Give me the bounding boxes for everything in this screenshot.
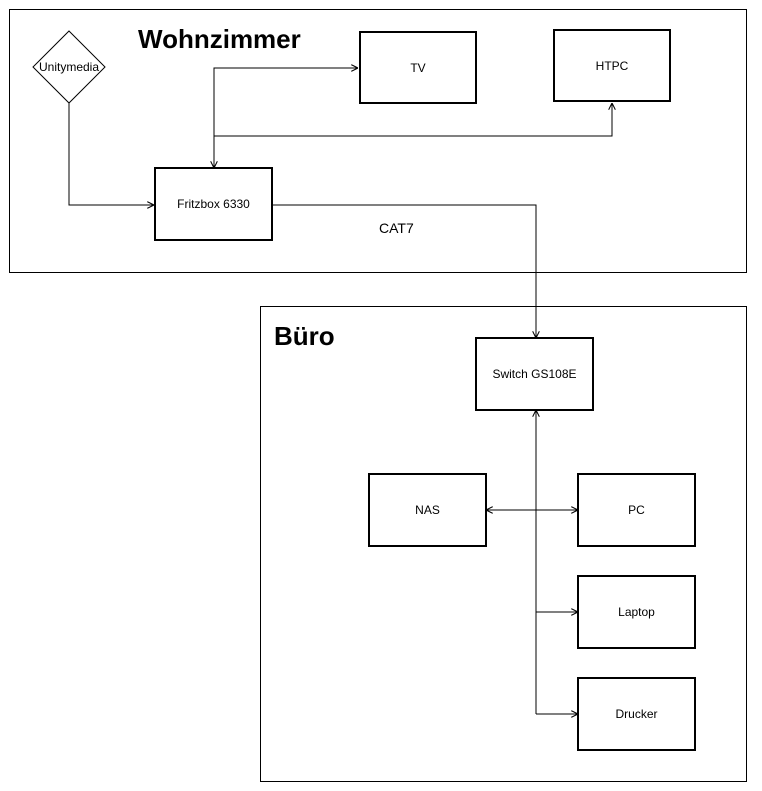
cat7-link-label: CAT7: [379, 220, 414, 236]
unitymedia-label: Unitymedia: [38, 60, 100, 74]
drucker-node: Drucker: [577, 677, 696, 751]
pc-node: PC: [577, 473, 696, 547]
zone-title-buero: Büro: [274, 321, 335, 351]
tv-node: TV: [359, 31, 477, 104]
laptop-node: Laptop: [577, 575, 696, 649]
zone-title-wohnzimmer: Wohnzimmer: [138, 24, 301, 54]
switch-node: Switch GS108E: [475, 337, 594, 411]
htpc-node: HTPC: [553, 29, 671, 102]
nas-node: NAS: [368, 473, 487, 547]
fritzbox-node: Fritzbox 6330: [154, 167, 273, 241]
